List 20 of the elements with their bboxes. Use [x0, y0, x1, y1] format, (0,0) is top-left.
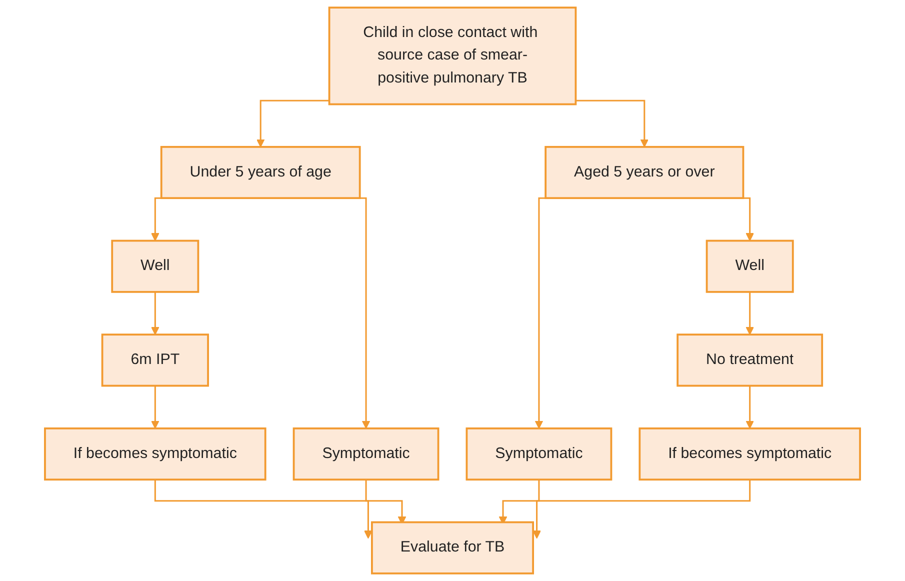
node-box: Symptomatic [292, 427, 440, 481]
arrow [256, 100, 330, 148]
arrow [746, 385, 754, 429]
node-box: Well [706, 240, 794, 293]
arrow [576, 100, 649, 148]
node-box: No treatment [676, 334, 824, 387]
node-box: Evaluate for TB [371, 521, 534, 574]
arrow [154, 478, 372, 539]
node-box: Aged 5 years or over [544, 146, 744, 200]
node-box: 6m IPT [101, 334, 209, 387]
node-box: Child in close contact with source case of smear-positive pulmonary TB [328, 6, 577, 106]
arrow [746, 291, 754, 335]
node-box: Under 5 years of age [160, 146, 361, 200]
node-box: If becomes symptomatic [638, 427, 861, 481]
node-box: If becomes symptomatic [44, 427, 266, 481]
arrow [151, 385, 160, 429]
node-box: Well [111, 240, 200, 293]
arrow [151, 291, 160, 335]
node-box: Symptomatic [466, 427, 612, 481]
arrow [532, 478, 751, 539]
